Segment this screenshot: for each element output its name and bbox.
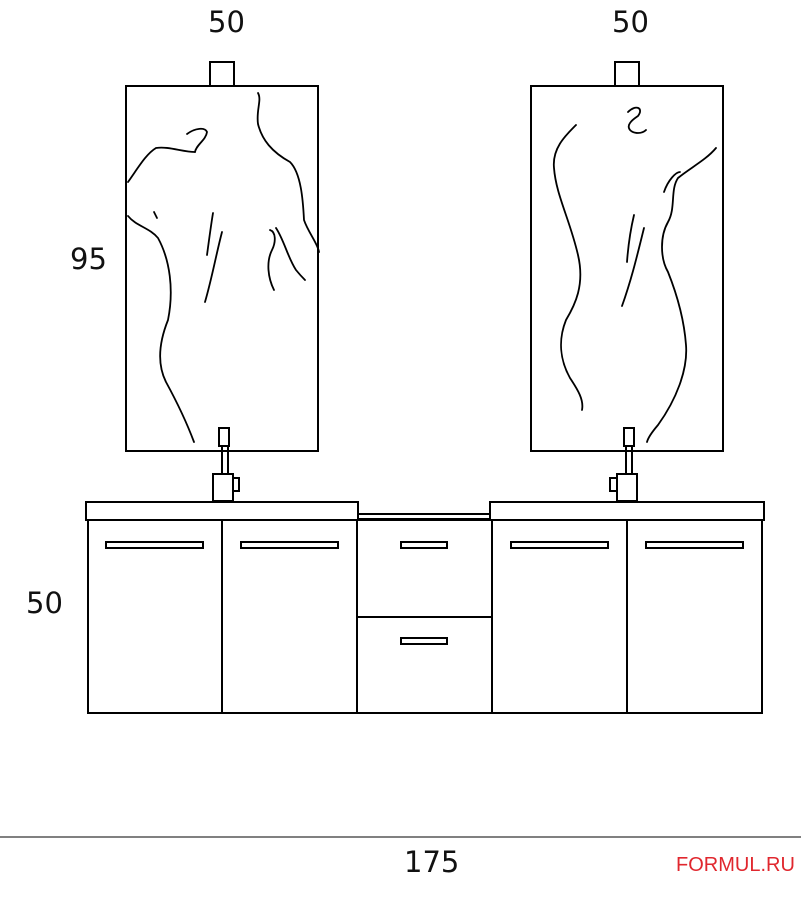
left-mirror-width-label: 50 xyxy=(208,5,245,39)
door-1-handle xyxy=(105,541,204,549)
door-3-handle xyxy=(510,541,609,549)
base-cabinet xyxy=(87,519,763,714)
drawer-2-handle xyxy=(400,637,448,645)
cabinet-height-label: 50 xyxy=(26,586,63,620)
left-faucet xyxy=(212,427,240,502)
right-mirror-figure xyxy=(553,106,717,443)
right-faucet xyxy=(609,427,638,502)
brand-watermark: FORMUL.RU xyxy=(676,854,795,876)
drawer-1-handle xyxy=(400,541,448,549)
total-width-label: 175 xyxy=(404,845,460,879)
right-countertop xyxy=(489,501,765,521)
middle-top-strip xyxy=(357,513,491,520)
right-mirror xyxy=(530,85,724,452)
right-lamp xyxy=(614,61,640,87)
door-4-handle xyxy=(645,541,744,549)
right-mirror-width-label: 50 xyxy=(612,5,649,39)
left-mirror xyxy=(125,85,319,452)
door-2-handle xyxy=(240,541,339,549)
left-lamp xyxy=(209,61,235,87)
left-countertop xyxy=(85,501,359,521)
left-mirror-figure xyxy=(127,92,320,443)
mirror-height-label: 95 xyxy=(70,242,107,276)
